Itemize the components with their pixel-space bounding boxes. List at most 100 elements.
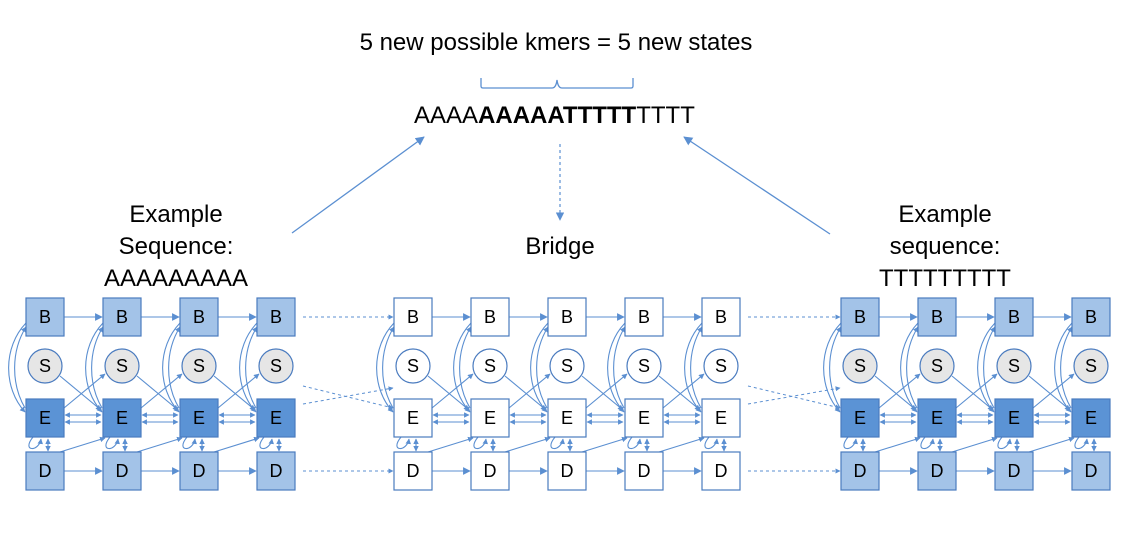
emit-to-silent-arrow: [508, 373, 551, 409]
emit-to-begin-arc: [613, 326, 626, 409]
emit-to-begin-arc: [168, 326, 181, 409]
right-example-delete-1: D: [840, 451, 880, 491]
begin-to-emit-arc: [376, 322, 395, 413]
right-example-silent-2-letter: S: [931, 356, 943, 376]
bridge-delete-3-letter: D: [561, 461, 574, 481]
left-example-begin-2-box: [102, 297, 142, 337]
left-example-delete-2-letter: D: [116, 461, 129, 481]
delete-to-emit-arrow: [951, 436, 998, 453]
silent-to-emit-arrow: [874, 375, 917, 411]
bridge-begin-2-letter: B: [484, 307, 496, 327]
silent-to-emit-arrow: [581, 375, 624, 411]
bridge-begin-2-box: [470, 297, 510, 337]
begin-to-emit-arc: [977, 322, 996, 413]
silent-to-emit-arrow: [1028, 375, 1071, 411]
left-example-delete-1-box: [25, 451, 65, 491]
left-example-silent-2: S: [104, 348, 140, 384]
left-example-silent-1-circle: [27, 348, 63, 384]
right-example-begin-2-letter: B: [931, 307, 943, 327]
silent-to-emit-arrow: [136, 375, 179, 411]
emit-to-silent-arrow: [955, 373, 998, 409]
begin-to-emit-arc: [8, 322, 27, 413]
bridge-begin-3-letter: B: [561, 307, 573, 327]
emit-to-begin-arc: [690, 326, 703, 409]
emit-to-silent-arrow: [585, 373, 628, 409]
right-example-begin-4-box: [1071, 297, 1111, 337]
emit-self-loop: [920, 436, 935, 450]
emit-to-begin-arc: [906, 326, 919, 409]
left-example-begin-2-letter: B: [116, 307, 128, 327]
emit-to-begin-arc: [1060, 326, 1073, 409]
emit-self-loop: [396, 436, 411, 450]
bridge-label: Bridge: [525, 233, 594, 260]
right-example-delete-1-letter: D: [854, 461, 867, 481]
begin-to-emit-arc: [823, 322, 842, 413]
bridge-delete-2: D: [470, 451, 510, 491]
bridge-silent-5-circle: [703, 348, 739, 384]
right-example-begin-2: B: [917, 297, 957, 337]
bridge-delete-4-box: [624, 451, 664, 491]
left-example-begin-3: B: [179, 297, 219, 337]
bridge-begin-4-letter: B: [638, 307, 650, 327]
left-example-delete-3-box: [179, 451, 219, 491]
bridge-cross-arrow: [747, 386, 841, 405]
delete-to-emit-arrow: [213, 436, 260, 453]
left-example-silent-2-letter: S: [116, 356, 128, 376]
bridge-delete-1-letter: D: [407, 461, 420, 481]
bridge-delete-2-box: [470, 451, 510, 491]
bridge-begin-4: B: [624, 297, 664, 337]
left-example-delete-4: D: [256, 451, 296, 491]
bridge-begin-4-box: [624, 297, 664, 337]
left-example-silent-4: S: [258, 348, 294, 384]
left-example-emit-3: E: [179, 398, 219, 438]
bridge-cross-arrow: [747, 385, 841, 410]
right-example-emit-4-letter: E: [1085, 408, 1097, 428]
left-example-emit-3-letter: E: [193, 408, 205, 428]
emit-self-loop: [28, 436, 43, 450]
right-example-silent-3-letter: S: [1008, 356, 1020, 376]
left-example-silent-3-circle: [181, 348, 217, 384]
emit-self-loop: [843, 436, 858, 450]
bridge-delete-2-letter: D: [484, 461, 497, 481]
bridge-silent-3: S: [549, 348, 585, 384]
left-example-emit-1: E: [25, 398, 65, 438]
right-example-begin-4-letter: B: [1085, 307, 1097, 327]
delete-to-emit-arrow: [1028, 436, 1075, 453]
bridge-silent-3-circle: [549, 348, 585, 384]
right-example-emit-1: E: [840, 398, 880, 438]
emit-self-loop: [997, 436, 1012, 450]
bridge-emit-2-box: [470, 398, 510, 438]
emit-to-begin-arc: [983, 326, 996, 409]
right-example-emit-3-box: [994, 398, 1034, 438]
right-example-delete-1-box: [840, 451, 880, 491]
right-example-delete-2-letter: D: [931, 461, 944, 481]
bridge-begin-5-box: [701, 297, 741, 337]
right-label-line1: Example: [898, 201, 991, 228]
right-example-begin-3: B: [994, 297, 1034, 337]
bridge-emit-5-letter: E: [715, 408, 727, 428]
sequence-prefix: AAAA: [414, 102, 478, 129]
left-example-emit-4: E: [256, 398, 296, 438]
right-example-emit-1-box: [840, 398, 880, 438]
left-example-emit-2-letter: E: [116, 408, 128, 428]
right-example-emit-1-letter: E: [854, 408, 866, 428]
state-grid: BSEDBSEDBSEDBSEDBSEDBSEDBSEDBSEDBSEDBSED…: [8, 297, 1111, 491]
bridge-delete-1-box: [393, 451, 433, 491]
left-example-begin-4: B: [256, 297, 296, 337]
right-example-emit-2-box: [917, 398, 957, 438]
bridge-silent-4-circle: [626, 348, 662, 384]
bridge-emit-2: E: [470, 398, 510, 438]
left-example-silent-1: S: [27, 348, 63, 384]
begin-to-emit-arc: [530, 322, 549, 413]
left-example-begin-1: B: [25, 297, 65, 337]
right-example-delete-4-box: [1071, 451, 1111, 491]
bridge-silent-1-circle: [395, 348, 431, 384]
bridge-emit-1-letter: E: [407, 408, 419, 428]
right-example-begin-4: B: [1071, 297, 1111, 337]
left-example-delete-4-box: [256, 451, 296, 491]
left-example-begin-2: B: [102, 297, 142, 337]
right-example-begin-1: B: [840, 297, 880, 337]
emit-self-loop: [627, 436, 642, 450]
left-example-emit-1-letter: E: [39, 408, 51, 428]
left-example-begin-3-letter: B: [193, 307, 205, 327]
